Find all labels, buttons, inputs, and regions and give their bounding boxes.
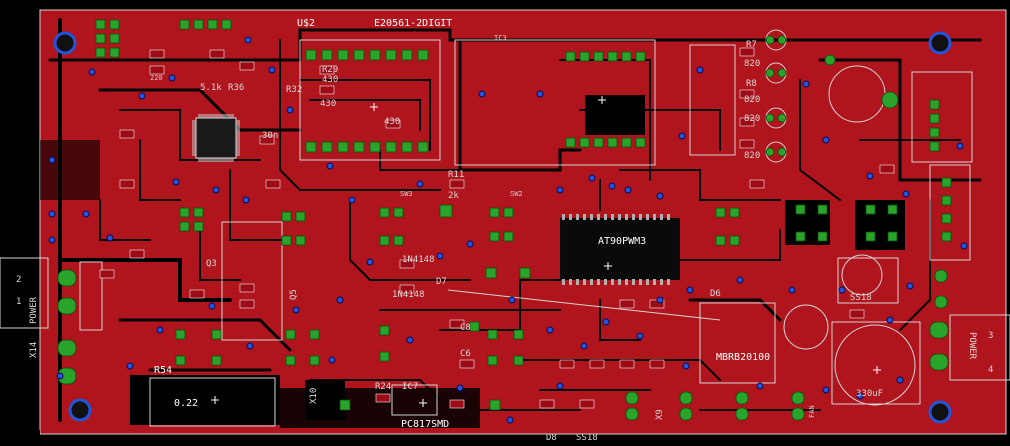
label-r24: R24 (375, 382, 391, 392)
label-d6: D6 (710, 289, 721, 299)
label-ic-main: AT90PWM3 (598, 236, 646, 247)
label-d7: D7 (436, 277, 447, 287)
label-x14: X14 (29, 342, 39, 358)
label-r11: R11 (448, 170, 464, 180)
sheet-label: U$2 (297, 18, 315, 29)
label-diodes-a: 1N4148 (402, 255, 435, 265)
label-d8: D8 (546, 433, 557, 443)
label-pin-3: 3 (988, 331, 993, 341)
label-power-left: POWER (29, 296, 39, 324)
label-power-right: POWER (967, 332, 977, 360)
pad-layer (57, 19, 952, 421)
label-r32: R32 (286, 85, 302, 95)
label-c30n: 30n (262, 131, 278, 141)
label-pin-1: 1 (16, 297, 21, 307)
label-c8: C8 (460, 323, 471, 333)
label-fan: FAN (808, 405, 816, 418)
label-pin-4: 4 (988, 365, 993, 375)
label-r11-value: 2k (448, 191, 459, 201)
label-ic-diode: MBRB20100 (716, 352, 770, 363)
label-r29: R29 (322, 65, 338, 75)
label-c220: 220 (150, 74, 163, 82)
label-r7: R7 (746, 40, 757, 50)
label-optocoupler: PC817SMD (401, 419, 449, 430)
ic-at90pwm3[interactable] (560, 214, 680, 285)
label-ss18-bottom: SS18 (576, 433, 598, 443)
origin-markers (211, 96, 881, 407)
label-r820-b: 820 (744, 95, 760, 105)
label-x9: X9 (655, 409, 665, 420)
mounting-holes (53, 31, 952, 424)
label-r36: R36 (228, 83, 244, 93)
copper-voids (40, 95, 905, 428)
label-diodes-b: 1N4148 (392, 290, 425, 300)
label-x10: X10 (309, 388, 319, 404)
label-r430-a: 430 (322, 75, 338, 85)
label-r430-b: 430 (320, 99, 336, 109)
via-layer (48, 36, 968, 424)
label-c6: C6 (460, 349, 471, 359)
label-ss18-top: SS18 (850, 293, 872, 303)
label-c330u: 330uF (856, 389, 883, 399)
label-r54-value: 0.22 (174, 398, 198, 409)
smd-layer (99, 47, 895, 409)
label-layer: E20561-2DIGIT U$2 AT90PWM3 MBRB20100 PC8… (16, 18, 993, 443)
label-r54: R54 (154, 365, 172, 376)
label-r8: R8 (746, 79, 757, 89)
label-r820-c: 820 (744, 114, 760, 124)
label-q5: Q5 (289, 289, 299, 300)
label-pin-2: 2 (16, 275, 21, 285)
silkscreen-layer (0, 29, 1010, 427)
label-ic7: IC7 (402, 382, 418, 392)
ic-qfp-top-left[interactable] (192, 114, 240, 162)
label-r430-c: 430 (384, 117, 400, 127)
label-q3: Q3 (206, 259, 217, 269)
copper-void-left (0, 430, 40, 446)
label-sw3: SW3 (400, 190, 413, 198)
label-ic3: IC3 (494, 34, 507, 42)
label-sw2: SW2 (510, 190, 523, 198)
label-r820-a: 820 (744, 59, 760, 69)
board-title: E20561-2DIGIT (374, 18, 452, 29)
label-r820-d: 820 (744, 151, 760, 161)
label-r36-value: 5.1k (200, 83, 222, 93)
